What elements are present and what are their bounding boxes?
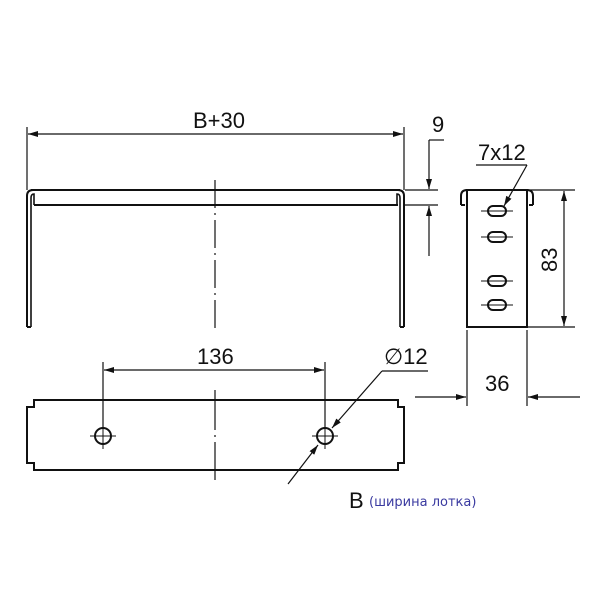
side-view (415, 164, 580, 406)
slot-group (481, 205, 513, 311)
overall-width-label: B+30 (193, 108, 245, 133)
slot-size-label: 7x12 (478, 140, 526, 165)
hole-spacing-label: 136 (197, 344, 234, 369)
note-b-label: B (349, 488, 364, 513)
lip-height-label: 9 (432, 112, 444, 137)
hole-diameter-label: ∅12 (384, 344, 428, 369)
note-tray-width-label: (ширина лотка) (369, 495, 476, 510)
front-view (26, 127, 444, 330)
height-label: 83 (537, 248, 562, 272)
width-label: 36 (485, 371, 509, 396)
plan-view (26, 362, 428, 485)
